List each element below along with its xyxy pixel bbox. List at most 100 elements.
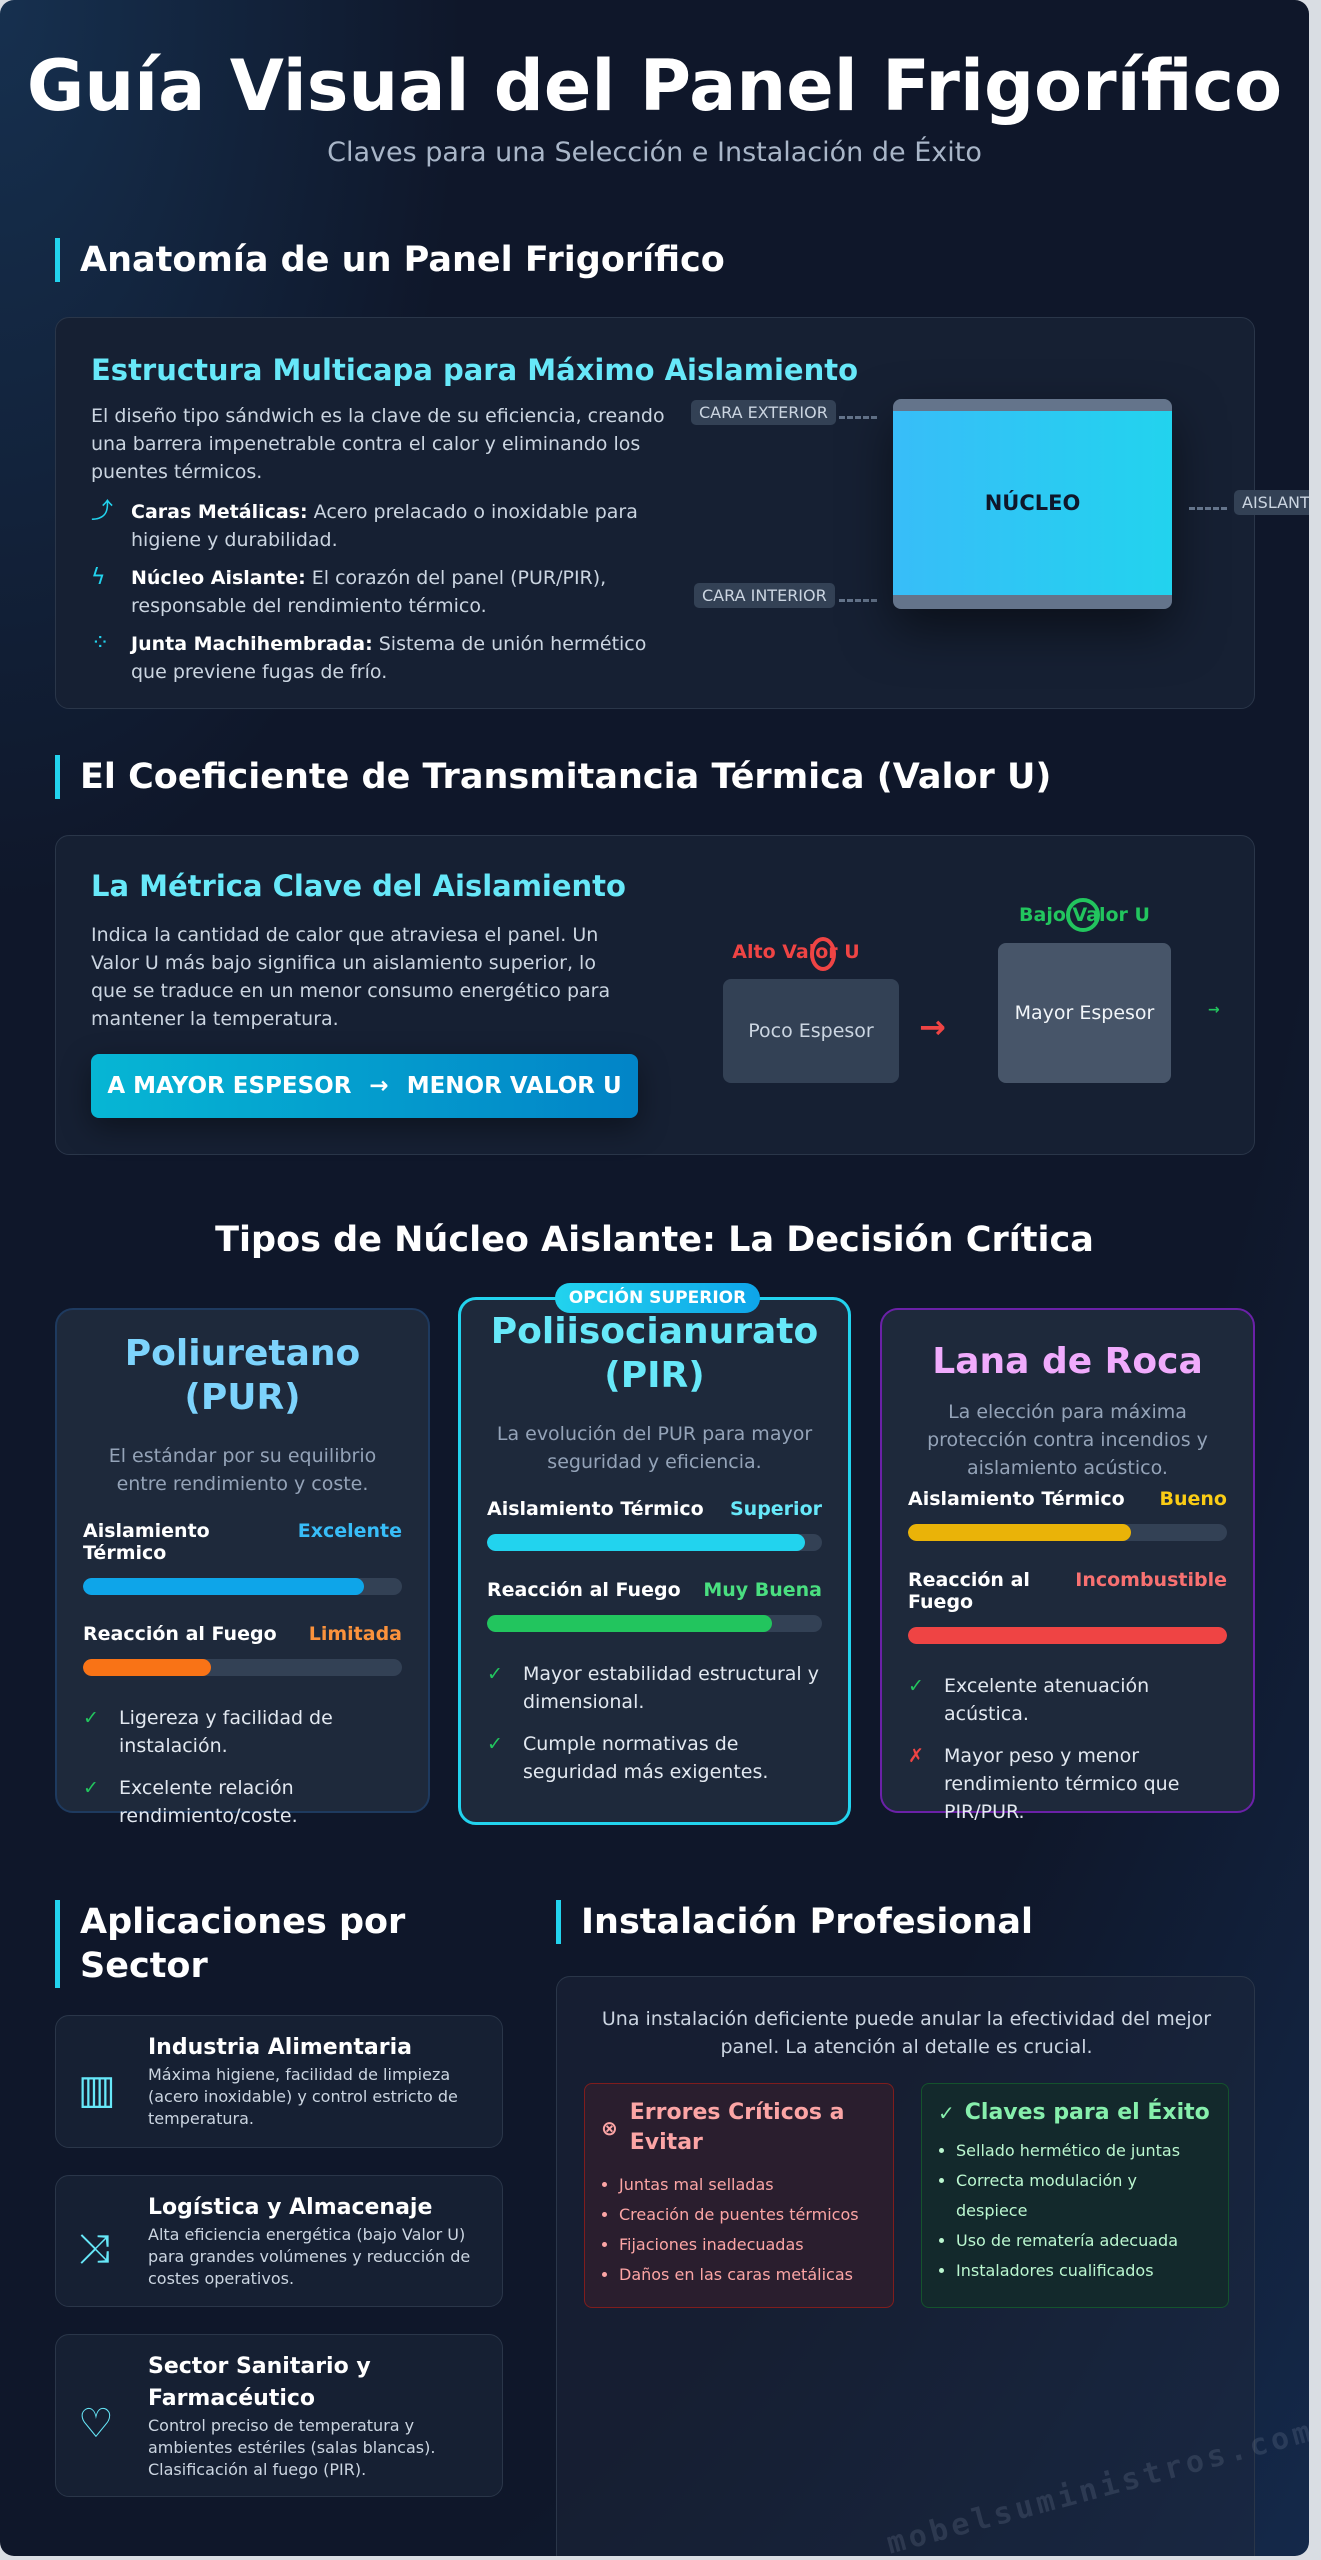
application-title: Logística y Almacenaje [148, 2195, 433, 2220]
metric-value: Limitada [308, 1623, 402, 1645]
fire-bar-fill [83, 1659, 211, 1676]
application-text: Alta eficiencia energética (bajo Valor U… [148, 2225, 471, 2288]
core-point-text: Cumple normativas de seguridad más exige… [523, 1733, 769, 1783]
core-point-text: Mayor peso y menor rendimiento térmico q… [944, 1745, 1180, 1823]
green-arrow-icon: → [1208, 1002, 1220, 1018]
uvalue-text: Indica la cantidad de calor que atravies… [91, 924, 611, 1030]
metric-label: Aislamiento Térmico [908, 1488, 1125, 1510]
metric-label: Reacción al Fuego [83, 1623, 277, 1645]
core-card: Lana de Roca La elección para máxima pro… [880, 1308, 1255, 1823]
thick-panel-box: Mayor Espesor [998, 943, 1171, 1083]
check-icon: ✓ [487, 1663, 503, 1685]
cross-icon: ✗ [908, 1745, 924, 1767]
anatomy-intro: El diseño tipo sándwich es la clave de s… [91, 405, 665, 483]
core-point-text: Mayor estabilidad estructural y dimensio… [523, 1663, 819, 1713]
core-point: ✗ Mayor peso y menor rendimiento térmico … [908, 1742, 1227, 1826]
connector-line [839, 416, 877, 419]
metric-label: Reacción al Fuego [908, 1569, 1030, 1613]
uvalue-card-title: La Métrica Clave del Aislamiento [91, 869, 626, 903]
fire-bar-fill [487, 1615, 772, 1632]
label-cara-exterior: CARA EXTERIOR [691, 400, 836, 425]
panel-diagram: NÚCLEO [893, 399, 1172, 609]
core-title: Poliuretano (PUR) [124, 1333, 361, 1418]
fire-bar-fill [908, 1627, 1227, 1644]
thin-panel-box: Poco Espesor [723, 979, 899, 1083]
metric-fire: Reacción al Fuego Limitada [83, 1623, 402, 1645]
errors-box: ⊗Errores Críticos a Evitar Juntas mal se… [584, 2083, 894, 2308]
error-item: Fijaciones inadecuadas [619, 2230, 877, 2260]
thermal-bar [83, 1578, 402, 1595]
fire-bar [487, 1615, 822, 1632]
section-title-uvalue: El Coeficiente de Transmitancia Térmica … [55, 755, 1051, 799]
core-point: ✓ Excelente relación rendimiento/coste. [83, 1774, 402, 1830]
core-point-text: Excelente relación rendimiento/coste. [119, 1777, 298, 1827]
section-title-applications: Aplicaciones por Sector [55, 1900, 475, 1988]
keys-box: ✓Claves para el Éxito Sellado hermético … [921, 2083, 1229, 2308]
application-text: Máxima higiene, facilidad de limpieza (a… [148, 2065, 458, 2128]
thermal-bar-fill [908, 1524, 1132, 1541]
arrow-right-icon: → [369, 1073, 389, 1099]
metric-value: Incombustible [1075, 1569, 1227, 1591]
core-point-text: Excelente atenuación acústica. [944, 1675, 1150, 1725]
error-item: Juntas mal selladas [619, 2170, 877, 2200]
uvalue-card: La Métrica Clave del Aislamiento Indica … [55, 835, 1255, 1155]
check-icon: ✓ [83, 1707, 99, 1729]
joint-icon: ⁘ [91, 631, 110, 656]
anatomy-card: Estructura Multicapa para Máximo Aislami… [55, 317, 1309, 709]
installation-card: Una instalación deficiente puede anular … [556, 1976, 1255, 2556]
high-uvalue-label: Alto Valor U [732, 941, 860, 963]
fire-bar [908, 1627, 1227, 1644]
uvalue-banner: A MAYOR ESPESOR→MENOR VALOR U [91, 1054, 638, 1118]
lightning-icon: ϟ [91, 565, 106, 590]
connector-line [839, 599, 877, 602]
fire-bar [83, 1659, 402, 1676]
feature-item: ⁘Junta Machihembrada: Sistema de unión h… [91, 630, 676, 686]
thermal-bar [487, 1534, 822, 1551]
thermal-bar-fill [487, 1534, 806, 1551]
core-title: Lana de Roca [932, 1341, 1203, 1382]
key-item: Instaladores cualificados [956, 2256, 1212, 2286]
metric-value: Superior [729, 1498, 822, 1520]
metric-label: Reacción al Fuego [487, 1579, 681, 1601]
core-card: OPCIÓN SUPERIOR Poliisocianurato (PIR) L… [458, 1283, 851, 1825]
core-point: ✓Cumple normativas de seguridad más exig… [487, 1730, 822, 1786]
recommended-badge: OPCIÓN SUPERIOR [555, 1283, 760, 1313]
thermal-bar [908, 1524, 1227, 1541]
key-item: Sellado hermético de juntas [956, 2136, 1212, 2166]
check-icon: ✓ [83, 1777, 99, 1799]
feature-item: ⤴Caras Metálicas: Acero prelacado o inox… [91, 498, 676, 554]
application-text: Control preciso de temperatura y ambient… [148, 2416, 436, 2479]
installation-intro: Una instalación deficiente puede anular … [601, 2008, 1212, 2058]
thermal-bar-fill [83, 1578, 364, 1595]
error-item: Daños en las caras metálicas [619, 2260, 877, 2290]
logistics-icon: ⤨ [78, 2226, 110, 2272]
page-subtitle: Claves para una Selección e Instalación … [327, 137, 982, 168]
banner-left-text: A MAYOR ESPESOR [107, 1073, 352, 1099]
check-icon: ✓ [908, 1675, 924, 1697]
core-point: ✓Ligereza y facilidad de instalación. [83, 1704, 402, 1760]
core-description: La elección para máxima protección contr… [927, 1401, 1208, 1479]
section-title-anatomy: Anatomía de un Panel Frigorífico [55, 238, 725, 282]
errors-title: Errores Críticos a Evitar [629, 2100, 845, 2155]
metric-value: Bueno [1159, 1488, 1227, 1510]
page-title: Guía Visual del Panel Frigorífico [26, 45, 1283, 127]
application-title: Industria Alimentaria [148, 2035, 412, 2060]
section-title-installation: Instalación Profesional [556, 1900, 1033, 1944]
key-item: Correcta modulación y despiece [956, 2166, 1212, 2226]
connector-line [1189, 507, 1227, 510]
core-description: El estándar por su equilibrio entre rend… [108, 1445, 377, 1495]
core-point: ✓ Excelente atenuación acústica. [908, 1672, 1227, 1728]
metric-value: Excelente [297, 1520, 402, 1542]
label-cara-interior: CARA INTERIOR [694, 583, 835, 608]
core-point: ✓ Mayor estabilidad estructural y dimensi… [487, 1660, 822, 1716]
core-layer: NÚCLEO [893, 411, 1172, 595]
check-circle-icon: ✓ [938, 2101, 955, 2125]
